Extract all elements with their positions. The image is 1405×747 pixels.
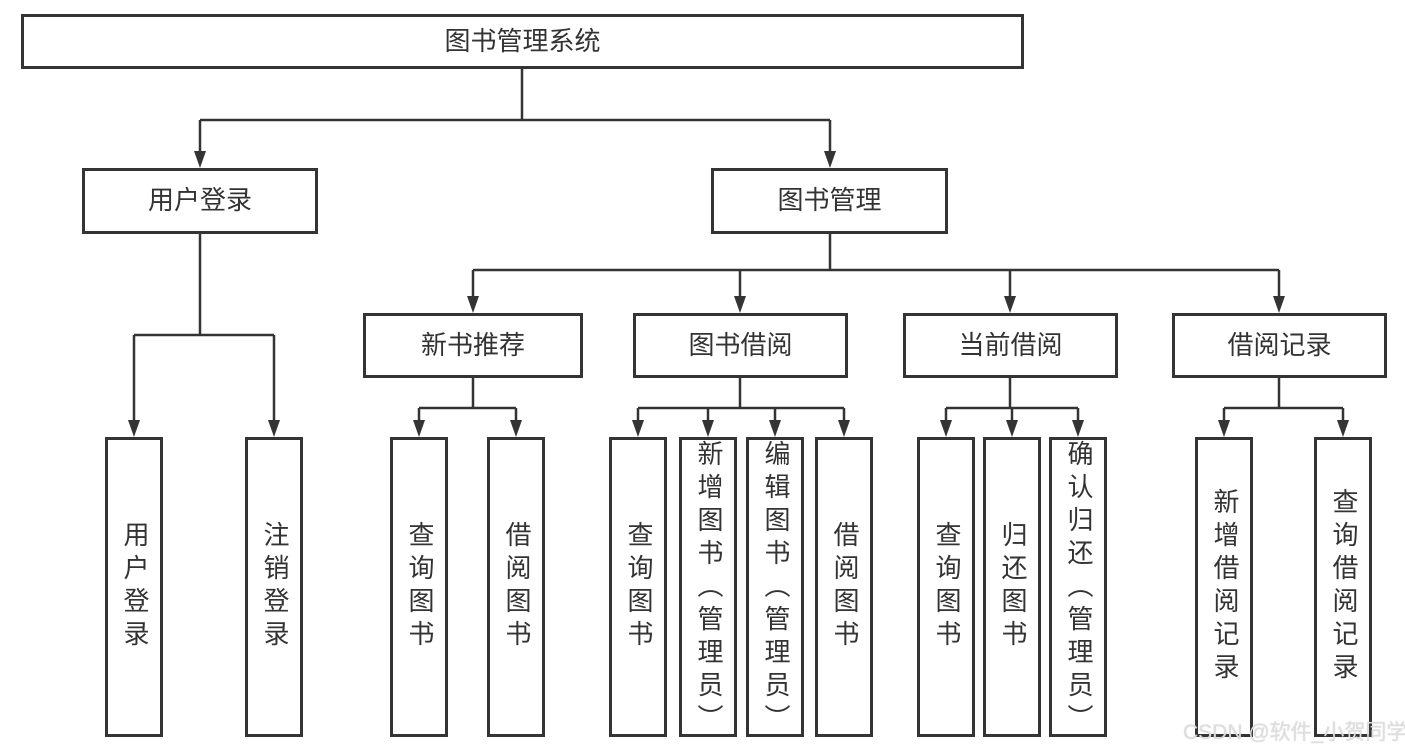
node-label: 注销登录: [260, 521, 289, 653]
leaf-query-books-2: 查询图书: [609, 437, 667, 737]
leaf-query-borrow-record: 查询借阅记录: [1314, 437, 1372, 737]
connector-current-borrow-branch: [940, 378, 1084, 437]
node-label: 新增借阅记录: [1210, 488, 1239, 686]
node-label: 用户登录: [147, 186, 252, 215]
csdn-watermark: CSDN @软件_小贺同学: [1183, 721, 1405, 744]
connector-root-to-level2: [194, 69, 836, 168]
leaf-borrow-books-2: 借阅图书: [815, 437, 873, 737]
leaf-query-books-1: 查询图书: [390, 437, 448, 737]
leaf-user-login: 用户登录: [105, 437, 163, 737]
leaf-confirm-return-admin: 确认归还（管理员）: [1049, 437, 1107, 737]
leaf-query-books-3: 查询图书: [917, 437, 975, 737]
connector-user-login-branch: [128, 234, 280, 437]
leaf-edit-book-admin: 编辑图书（管理员）: [746, 437, 804, 737]
leaf-add-book-admin: 新增图书（管理员）: [679, 437, 737, 737]
node-label: 查询图书: [405, 521, 434, 653]
connector-book-management-branch: [467, 234, 1285, 313]
node-label: 新书推荐: [420, 330, 525, 360]
node-label: 查询图书: [932, 521, 961, 653]
node-user-login: 用户登录: [82, 168, 318, 234]
node-label: 图书管理系统: [444, 26, 601, 56]
connector-book-borrow-branch: [632, 378, 850, 437]
node-label: 查询借阅记录: [1329, 488, 1358, 686]
node-label: 图书借阅: [688, 330, 793, 360]
node-label: 新增图书（管理员）: [694, 440, 723, 737]
leaf-add-borrow-record: 新增借阅记录: [1195, 437, 1253, 737]
node-label: 编辑图书（管理员）: [761, 440, 790, 737]
node-current-borrow: 当前借阅: [903, 313, 1118, 378]
node-label: 确认归还（管理员）: [1064, 440, 1093, 737]
connector-new-book-branch: [413, 378, 522, 437]
node-library-system: 图书管理系统: [21, 14, 1024, 69]
node-label: 借阅图书: [830, 521, 859, 653]
leaf-borrow-books-1: 借阅图书: [487, 437, 545, 737]
node-book-borrow: 图书借阅: [633, 313, 848, 378]
node-book-management: 图书管理: [711, 168, 948, 234]
leaf-logout: 注销登录: [245, 437, 303, 737]
connector-borrow-records-branch: [1218, 378, 1349, 437]
node-label: 借阅记录: [1227, 330, 1332, 360]
node-label: 图书管理: [777, 186, 882, 215]
node-label: 用户登录: [120, 521, 149, 653]
node-new-book-recommend: 新书推荐: [363, 313, 583, 378]
leaf-return-books: 归还图书: [983, 437, 1041, 737]
node-label: 借阅图书: [502, 521, 531, 653]
node-label: 当前借阅: [958, 330, 1063, 360]
node-label: 归还图书: [998, 521, 1027, 653]
node-label: 查询图书: [624, 521, 653, 653]
node-borrow-records: 借阅记录: [1172, 313, 1387, 378]
